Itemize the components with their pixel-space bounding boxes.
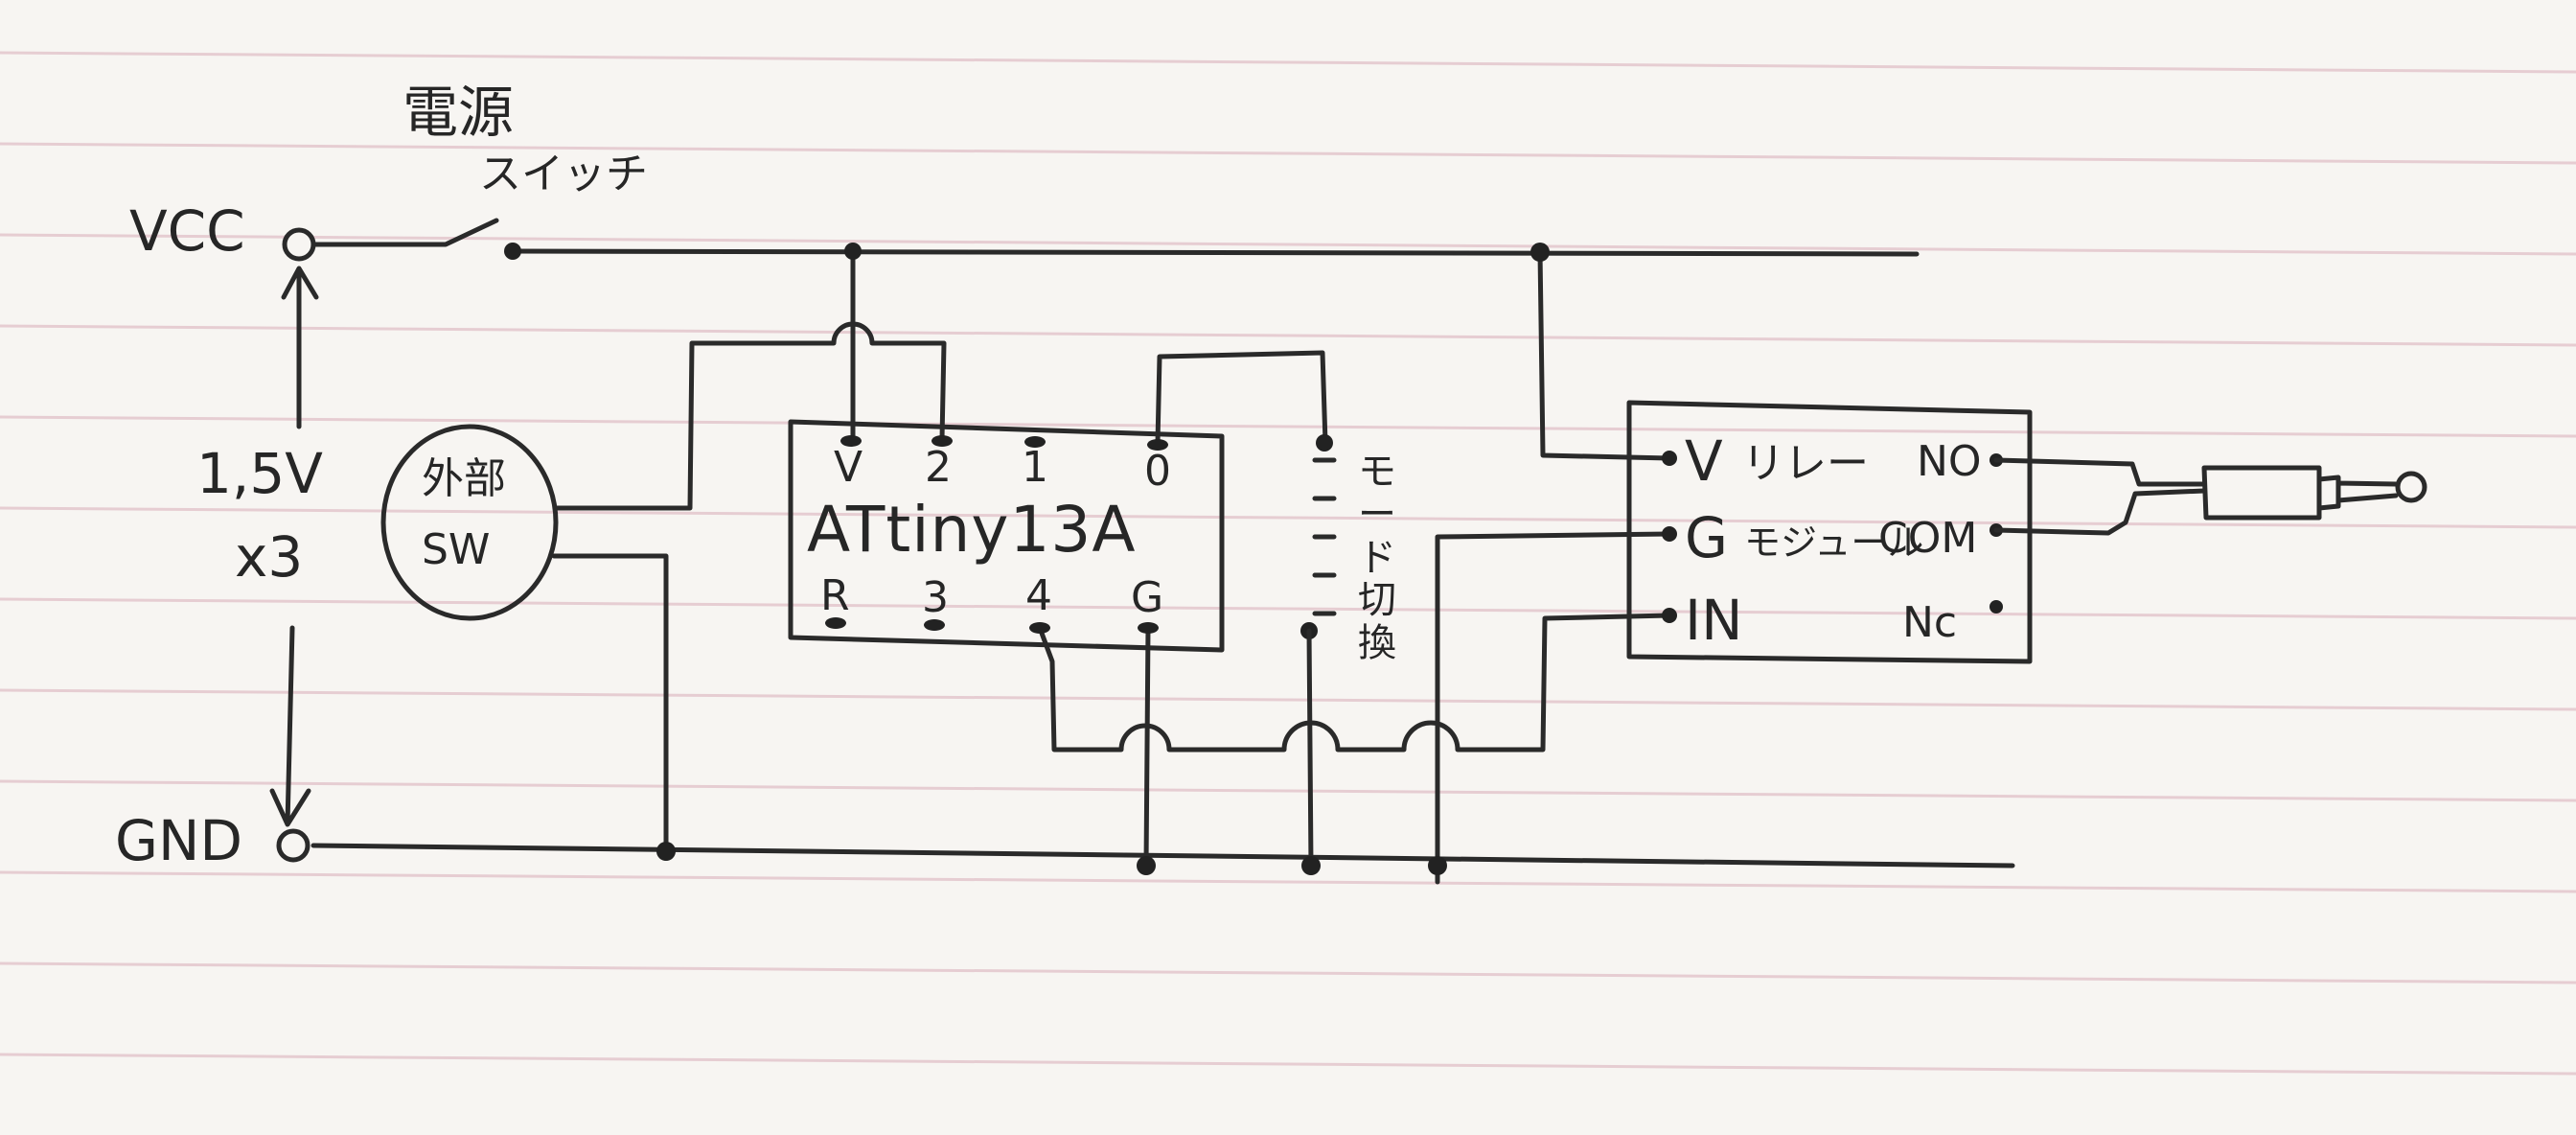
chip-pin-r-label: R: [820, 571, 850, 620]
chip-name-label: ATtiny13A: [807, 493, 1137, 567]
chip-pin-1-dot: [1024, 436, 1046, 448]
chip-pin-1-label: 1: [1022, 443, 1048, 492]
relay-module-body: [1626, 400, 2033, 664]
vcc-rail: [510, 248, 1920, 257]
chip-pin-4-dot: [1029, 622, 1050, 634]
output-plug-body: [2201, 465, 2322, 521]
battery-arrow-down: [269, 625, 311, 827]
relay-pin-g-label: G: [1685, 505, 1728, 570]
chip-pin-g-label: G: [1131, 573, 1164, 622]
external-switch-label-line1: 外部: [422, 454, 506, 503]
gnd-junction-chip: [1137, 856, 1156, 875]
relay-no-output-wire: [1993, 457, 2207, 487]
relay-pin-v-dot: [1662, 451, 1677, 466]
power-switch-label-line2: スイッチ: [479, 150, 648, 198]
chip-pin-0-dot: [1147, 439, 1168, 451]
external-sw-to-pin2-wire: [553, 321, 947, 511]
battery-voltage-label: 1,5V: [196, 441, 323, 506]
gnd-junction-extsw: [656, 842, 676, 861]
mode-switch-to-gnd-wire: [1306, 628, 1314, 869]
attiny13a-body: [788, 419, 1225, 653]
output-plug-terminal: [2395, 471, 2427, 503]
relay-pin-in-label: IN: [1685, 588, 1743, 653]
relay-pin-v-label: V: [1685, 429, 1723, 494]
chip-pin-0-label: 0: [1144, 447, 1171, 496]
relay-pin-com-label: COM: [1878, 514, 1978, 563]
chip-pin-g-dot: [1138, 622, 1159, 634]
external-switch-outline: [380, 424, 559, 621]
relay-title-line2: モジュール: [1744, 521, 1924, 564]
power-switch-label-line1: 電源: [402, 80, 515, 145]
external-sw-to-gnd-wire: [551, 553, 669, 854]
gnd-rail: [310, 843, 2015, 869]
vcc-to-relay-v-wire: [1537, 249, 1672, 461]
gnd-junction-mode: [1301, 856, 1321, 875]
chip-pin-2-dot: [932, 435, 953, 447]
battery-arrow-up: [281, 266, 319, 429]
paper-rule-lines: [0, 51, 2576, 1076]
external-switch-label-line2: SW: [422, 525, 491, 574]
gnd-junction-relay: [1428, 856, 1447, 875]
chip-pin-v-label: V: [834, 443, 863, 492]
chip-pin-2-label: 2: [925, 443, 952, 492]
relay-title-line1: リレー: [1742, 439, 1869, 488]
chip-pin-3-dot: [924, 619, 945, 631]
relay-pin-g-dot: [1662, 526, 1677, 542]
chip-pin-v-dot: [840, 435, 862, 447]
vcc-junction-chip: [844, 243, 862, 260]
chip-pin-4-label: 4: [1025, 571, 1052, 620]
mode-switch-top-terminal: [1316, 434, 1333, 452]
gnd-label: GND: [115, 808, 242, 873]
relay-pin-nc-label: Nc: [1902, 598, 1958, 647]
vcc-label: VCC: [129, 198, 245, 264]
chip-g-to-gnd-wire: [1143, 625, 1151, 869]
chip-pin-3-label: 3: [922, 573, 949, 622]
mode-switch-label: モード切換: [1358, 450, 1396, 666]
relay-pin-no-label: NO: [1917, 437, 1982, 486]
relay-pin-in-dot: [1662, 608, 1677, 623]
relay-pin-nc-dot: [1990, 600, 2003, 614]
chip-pin-r-dot: [825, 617, 846, 629]
vcc-junction-relay: [1530, 243, 1550, 262]
pin0-to-mode-switch-wire: [1155, 350, 1328, 446]
battery-count-label: x3: [235, 524, 304, 590]
relay-com-output-wire: [1993, 488, 2207, 536]
vcc-wire-to-switch: [310, 218, 499, 247]
mode-switch-contacts: [1312, 457, 1337, 616]
vcc-terminal: [282, 227, 316, 262]
gnd-terminal: [276, 828, 310, 863]
output-plug-tip: [2316, 475, 2399, 511]
relay-g-to-gnd-wire: [1435, 531, 1672, 885]
switch-contact-dot: [504, 243, 521, 260]
